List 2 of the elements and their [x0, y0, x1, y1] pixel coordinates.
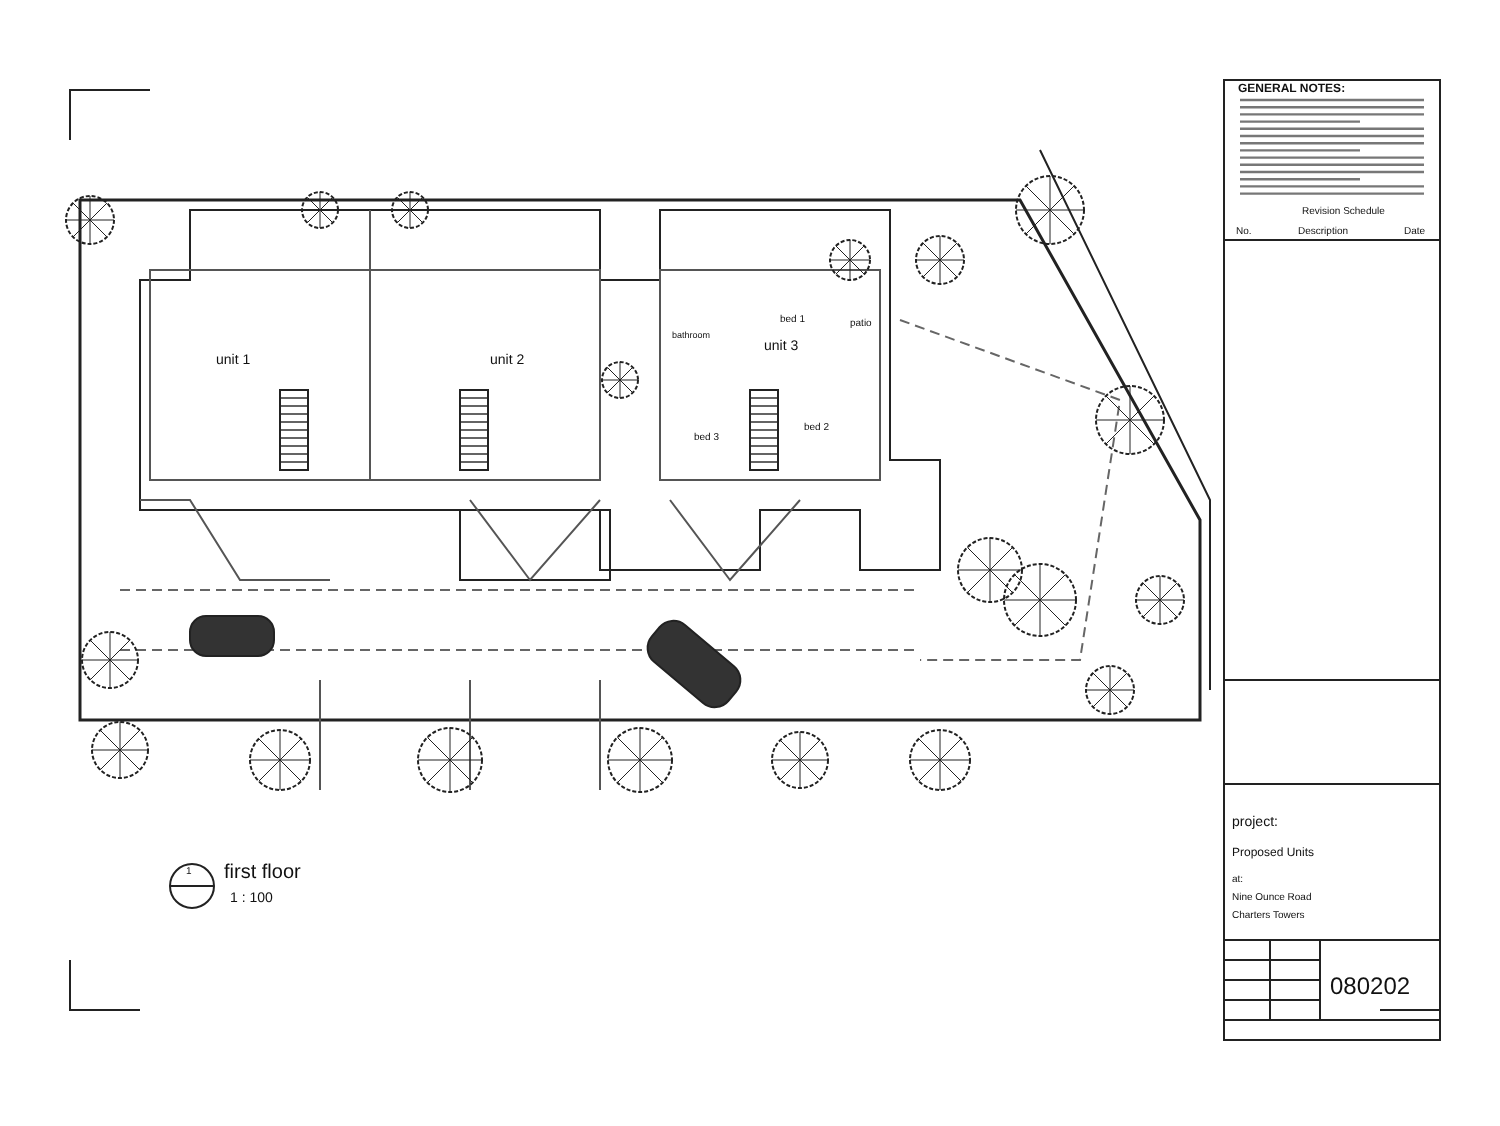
view-title: first floor [224, 864, 301, 884]
drawing-number: 080202 [1330, 974, 1411, 998]
